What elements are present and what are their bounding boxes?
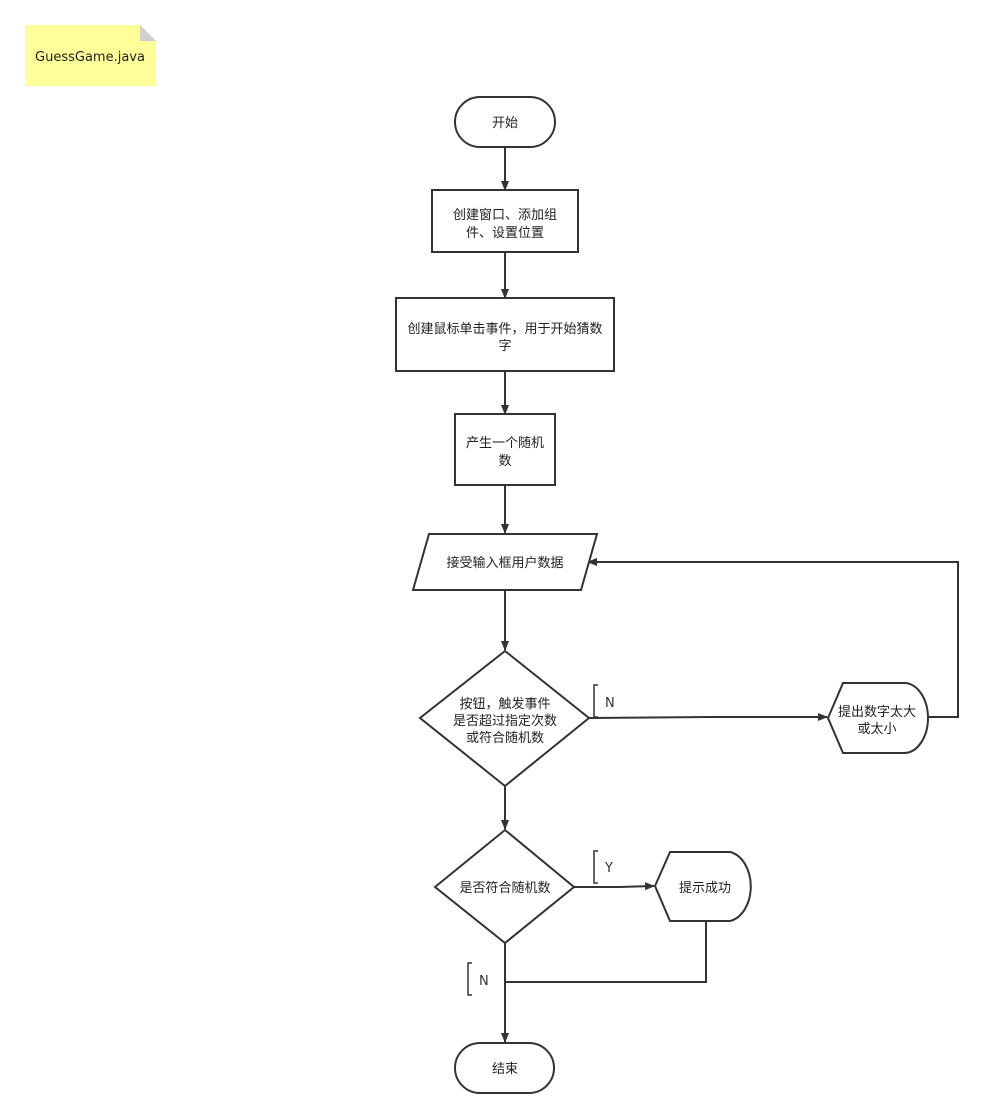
node-success: 提示成功 [653, 851, 752, 922]
node-success-label: 提示成功 [679, 880, 731, 896]
edge-label-n-1: N [593, 684, 615, 718]
note-label: GuessGame.java [35, 50, 145, 65]
node-decision-button-line-2: 是否超过指定次数 [453, 713, 557, 729]
label-bracket [467, 962, 472, 996]
terminator-shape [454, 96, 556, 148]
note-body [25, 25, 156, 86]
label-bracket [593, 850, 598, 884]
display-shape [653, 851, 752, 922]
node-end-label: 结束 [492, 1062, 518, 1077]
edge-label-y: Y [593, 850, 613, 884]
node-create-window-line-1: 创建窗口、添加组 [453, 207, 557, 223]
node-start: 开始 [454, 96, 556, 148]
io-shape [411, 533, 599, 591]
edge-label-text: N [605, 696, 615, 711]
edge-label-n-2: N [467, 962, 489, 996]
edge-label-text: Y [604, 861, 613, 876]
note-guessgame: GuessGame.java [25, 25, 156, 86]
node-decision-match-label: 是否符合随机数 [459, 880, 550, 896]
node-start-label: 开始 [492, 116, 518, 131]
node-decision-button-line-1: 按钮，触发事件 [459, 696, 550, 712]
node-end: 结束 [454, 1042, 555, 1094]
node-hint-size-line-1: 提出数字太大 [838, 704, 916, 720]
edge-hint-loop-to-input [587, 558, 959, 718]
edge-match-yes-to-success [574, 882, 655, 891]
terminator-shape [454, 1042, 555, 1094]
display-shape [826, 682, 929, 754]
node-create-click-event-line-1: 创建鼠标单击事件，用于开始猜数 [407, 322, 602, 337]
node-hint-size-line-2: 或太小 [857, 722, 896, 737]
node-create-click-event-line-2: 字 [498, 339, 511, 354]
note-fold [140, 25, 156, 41]
node-create-window: 创建窗口、添加组 件、设置位置 [431, 189, 579, 253]
node-decision-button-line-3: 或符合随机数 [466, 730, 544, 746]
decision-shape [418, 649, 591, 788]
connectors [501, 147, 959, 1043]
process-shape [395, 297, 615, 372]
process-shape [454, 413, 556, 486]
edge-success-to-end [505, 921, 707, 983]
node-gen-random: 产生一个随机 数 [454, 413, 556, 486]
edge-label-text: N [479, 974, 489, 989]
process-shape [431, 189, 579, 253]
label-bracket [593, 684, 598, 718]
node-create-window-line-2: 件、设置位置 [466, 226, 544, 241]
decision-shape [433, 828, 576, 945]
edge-decision-no-to-hint [588, 713, 828, 721]
node-gen-random-line-2: 数 [498, 454, 511, 469]
node-decision-match: 是否符合随机数 [433, 828, 576, 945]
node-create-click-event: 创建鼠标单击事件，用于开始猜数 字 [395, 297, 615, 372]
node-hint-size: 提出数字太大 或太小 [826, 682, 929, 754]
node-gen-random-line-1: 产生一个随机 [466, 436, 544, 451]
node-input-label: 接受输入框用户数据 [446, 555, 563, 571]
node-decision-button: 按钮，触发事件 是否超过指定次数 或符合随机数 [418, 649, 591, 788]
node-input: 接受输入框用户数据 [411, 533, 599, 591]
